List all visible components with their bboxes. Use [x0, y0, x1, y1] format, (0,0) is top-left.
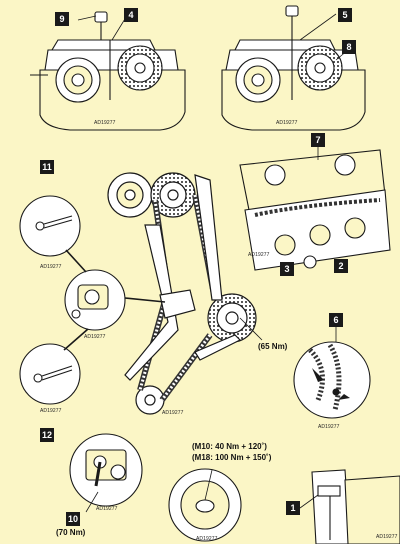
ref-code: AD19277 — [94, 120, 116, 126]
callout-3: 3 — [280, 262, 294, 276]
ref-code: AD19277 — [196, 536, 218, 542]
detail-circle-tensioner — [64, 269, 126, 331]
detail-circle-12 — [19, 343, 81, 405]
timing-chain-assembly — [107, 172, 257, 415]
detail-circle-11 — [19, 195, 81, 257]
callout-7: 7 — [311, 133, 325, 147]
engine-block-detail — [239, 149, 391, 271]
torque-label-sprocket: (65 Nm) — [258, 342, 288, 351]
callout-12: 12 — [40, 428, 54, 442]
ref-code: AD19277 — [40, 408, 62, 414]
arrow-icon — [312, 368, 350, 400]
ref-code: AD19277 — [318, 424, 340, 430]
detail-circle-6 — [293, 341, 371, 419]
callout-8: 8 — [342, 40, 356, 54]
callout-9: 9 — [55, 12, 69, 26]
callout-11: 11 — [40, 160, 54, 174]
callout-6: 6 — [329, 313, 343, 327]
crankshaft-pulley — [168, 468, 242, 542]
panel-camshaft-left — [30, 11, 186, 131]
detail-circle-10 — [69, 433, 143, 507]
callout-5: 5 — [338, 8, 352, 22]
ref-code: AD19277 — [276, 120, 298, 126]
callout-10: 10 — [66, 512, 80, 526]
ref-code: AD19277 — [40, 264, 62, 270]
tool-detail-1 — [311, 469, 400, 544]
torque-label-crank-m18: (M18: 100 Nm + 150˚) — [192, 453, 272, 462]
torque-label-crank-m10: (M10: 40 Nm + 120˚) — [192, 442, 267, 451]
ref-code: AD19277 — [96, 506, 118, 512]
callout-4: 4 — [124, 8, 138, 22]
torque-label-tensioner: (70 Nm) — [56, 528, 86, 537]
ref-code: AD19277 — [84, 334, 106, 340]
ref-code: AD19277 — [248, 252, 270, 258]
callout-2: 2 — [334, 259, 348, 273]
ref-code: AD19277 — [376, 534, 398, 540]
callout-1: 1 — [286, 501, 300, 515]
ref-code: AD19277 — [162, 410, 184, 416]
panel-camshaft-right — [221, 5, 366, 131]
